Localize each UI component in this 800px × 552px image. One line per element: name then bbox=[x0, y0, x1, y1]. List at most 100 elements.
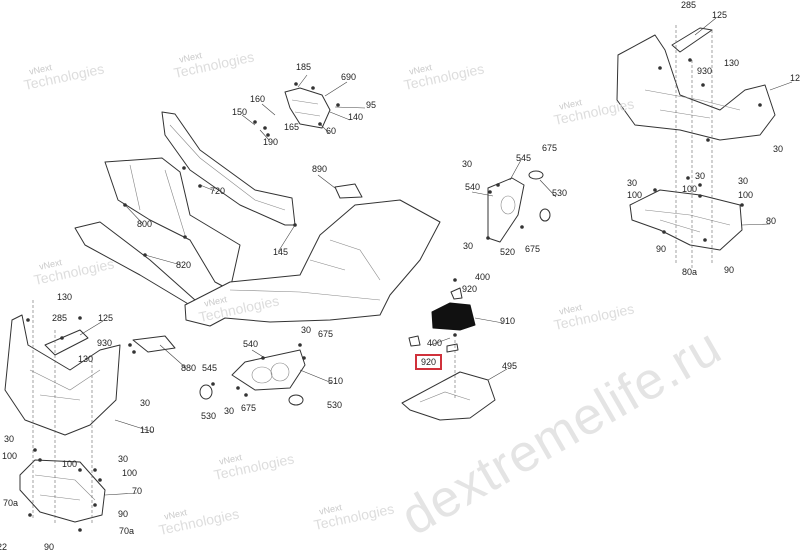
leader-lines bbox=[79, 17, 793, 496]
part-callout-90[interactable]: 90 bbox=[724, 265, 735, 275]
part-callout-720[interactable]: 720 bbox=[210, 186, 226, 196]
fastener-icon bbox=[33, 448, 37, 452]
part-callout-150[interactable]: 150 bbox=[232, 107, 248, 117]
part-callout-120[interactable]: 120 bbox=[790, 73, 800, 83]
part-callout-80a[interactable]: 80a bbox=[682, 267, 698, 277]
part-callout-185[interactable]: 185 bbox=[296, 62, 312, 72]
part-callout-930[interactable]: 930 bbox=[97, 338, 113, 348]
fastener-icon bbox=[488, 190, 492, 194]
part-callout-190[interactable]: 190 bbox=[263, 137, 279, 147]
part-callout-30[interactable]: 30 bbox=[627, 178, 638, 188]
part-callout-100[interactable]: 100 bbox=[62, 459, 78, 469]
part-callout-675[interactable]: 675 bbox=[525, 244, 541, 254]
part-callout-890[interactable]: 890 bbox=[312, 164, 328, 174]
part-callout-675[interactable]: 675 bbox=[241, 403, 257, 413]
fastener-icon bbox=[236, 386, 240, 390]
part-callout-70a[interactable]: 70a bbox=[119, 526, 135, 536]
part-callout-110[interactable]: 110 bbox=[140, 425, 155, 435]
fastener-icon bbox=[698, 194, 702, 198]
fastener-icon bbox=[298, 343, 302, 347]
part-callout-130[interactable]: 130 bbox=[724, 58, 740, 68]
part-callout-160[interactable]: 160 bbox=[250, 94, 266, 104]
part-callout-930[interactable]: 930 bbox=[697, 66, 713, 76]
part-callout-400[interactable]: 400 bbox=[427, 338, 443, 348]
part-callout-530[interactable]: 530 bbox=[552, 188, 568, 198]
part-callout-285[interactable]: 285 bbox=[52, 313, 68, 323]
part-callout-530[interactable]: 530 bbox=[201, 411, 217, 421]
part-callout-910[interactable]: 910 bbox=[500, 316, 516, 326]
part-callout-880[interactable]: 880 bbox=[181, 363, 197, 373]
part-callout-90[interactable]: 90 bbox=[118, 509, 129, 519]
part-callout-165[interactable]: 165 bbox=[284, 122, 300, 132]
fastener-icon bbox=[78, 316, 82, 320]
part-callout-100[interactable]: 100 bbox=[2, 451, 18, 461]
part-callout-30[interactable]: 30 bbox=[695, 171, 706, 181]
part-callout-100[interactable]: 100 bbox=[738, 190, 754, 200]
part-callout-125[interactable]: 125 bbox=[712, 10, 728, 20]
part-callout-60[interactable]: 60 bbox=[326, 126, 337, 136]
fastener-icon bbox=[311, 86, 315, 90]
fastener-icon bbox=[128, 343, 132, 347]
part-callout-30[interactable]: 30 bbox=[462, 159, 473, 169]
part-callout-30[interactable]: 30 bbox=[118, 454, 129, 464]
fastener-icon bbox=[78, 528, 82, 532]
part-callout-100[interactable]: 100 bbox=[627, 190, 643, 200]
part-callout-22[interactable]: 22 bbox=[0, 542, 8, 552]
part-callout-30[interactable]: 30 bbox=[301, 325, 312, 335]
part-callout-920[interactable]: 920 bbox=[462, 284, 478, 294]
fastener-icon bbox=[182, 166, 186, 170]
fastener-icon bbox=[93, 468, 97, 472]
part-callout-510[interactable]: 510 bbox=[328, 376, 344, 386]
fastener-icon bbox=[453, 278, 457, 282]
part-callout-675[interactable]: 675 bbox=[542, 143, 558, 153]
part-callout-130[interactable]: 130 bbox=[57, 292, 73, 302]
fastener-icon bbox=[653, 188, 657, 192]
fastener-icon bbox=[336, 103, 340, 107]
part-callout-545[interactable]: 545 bbox=[516, 153, 532, 163]
fastener-icon bbox=[293, 223, 297, 227]
part-callout-145[interactable]: 145 bbox=[273, 247, 289, 257]
rack-495 bbox=[401, 371, 496, 421]
fastener-icon bbox=[453, 333, 457, 337]
headlight-housing-690 bbox=[284, 87, 331, 129]
fastener-icon bbox=[520, 225, 524, 229]
part-callout-140[interactable]: 140 bbox=[348, 112, 364, 122]
part-callout-540[interactable]: 540 bbox=[243, 339, 259, 349]
pad-910 bbox=[431, 302, 476, 331]
part-callout-30[interactable]: 30 bbox=[463, 241, 474, 251]
part-callout-30[interactable]: 30 bbox=[4, 434, 15, 444]
fastener-icon bbox=[261, 356, 265, 360]
headlight-bezel-520 bbox=[487, 170, 551, 243]
bracket-920c bbox=[446, 343, 459, 353]
part-callout-125[interactable]: 125 bbox=[98, 313, 114, 323]
part-callout-675[interactable]: 675 bbox=[318, 329, 334, 339]
fastener-icon bbox=[244, 393, 248, 397]
part-callout-30[interactable]: 30 bbox=[773, 144, 784, 154]
part-callout-800[interactable]: 800 bbox=[137, 219, 153, 229]
part-callout-130[interactable]: 130 bbox=[78, 354, 94, 364]
part-callout-80[interactable]: 80 bbox=[766, 216, 777, 226]
part-callout-90[interactable]: 90 bbox=[44, 542, 55, 552]
part-callout-540[interactable]: 540 bbox=[465, 182, 481, 192]
part-callout-545[interactable]: 545 bbox=[202, 363, 218, 373]
part-callout-820[interactable]: 820 bbox=[176, 260, 192, 270]
part-callout-70[interactable]: 70 bbox=[132, 486, 143, 496]
fastener-icon bbox=[318, 122, 322, 126]
part-callout-90[interactable]: 90 bbox=[656, 244, 667, 254]
part-callout-690[interactable]: 690 bbox=[341, 72, 357, 82]
part-callout-30[interactable]: 30 bbox=[140, 398, 151, 408]
highlighted-callout-920[interactable]: 920 bbox=[415, 354, 443, 370]
part-callout-70a[interactable]: 70a bbox=[3, 498, 19, 508]
part-callout-30[interactable]: 30 bbox=[224, 406, 235, 416]
part-callout-495[interactable]: 495 bbox=[502, 361, 518, 371]
part-callout-285[interactable]: 285 bbox=[681, 0, 697, 10]
front-fascia bbox=[184, 183, 441, 327]
part-callout-30[interactable]: 30 bbox=[738, 176, 749, 186]
part-callout-100[interactable]: 100 bbox=[122, 468, 138, 478]
part-callout-100[interactable]: 100 bbox=[682, 184, 698, 194]
part-callout-530[interactable]: 530 bbox=[327, 400, 343, 410]
fastener-icon bbox=[302, 356, 306, 360]
part-callout-520[interactable]: 520 bbox=[500, 247, 516, 257]
part-callout-95[interactable]: 95 bbox=[366, 100, 377, 110]
part-callout-400[interactable]: 400 bbox=[475, 272, 491, 282]
